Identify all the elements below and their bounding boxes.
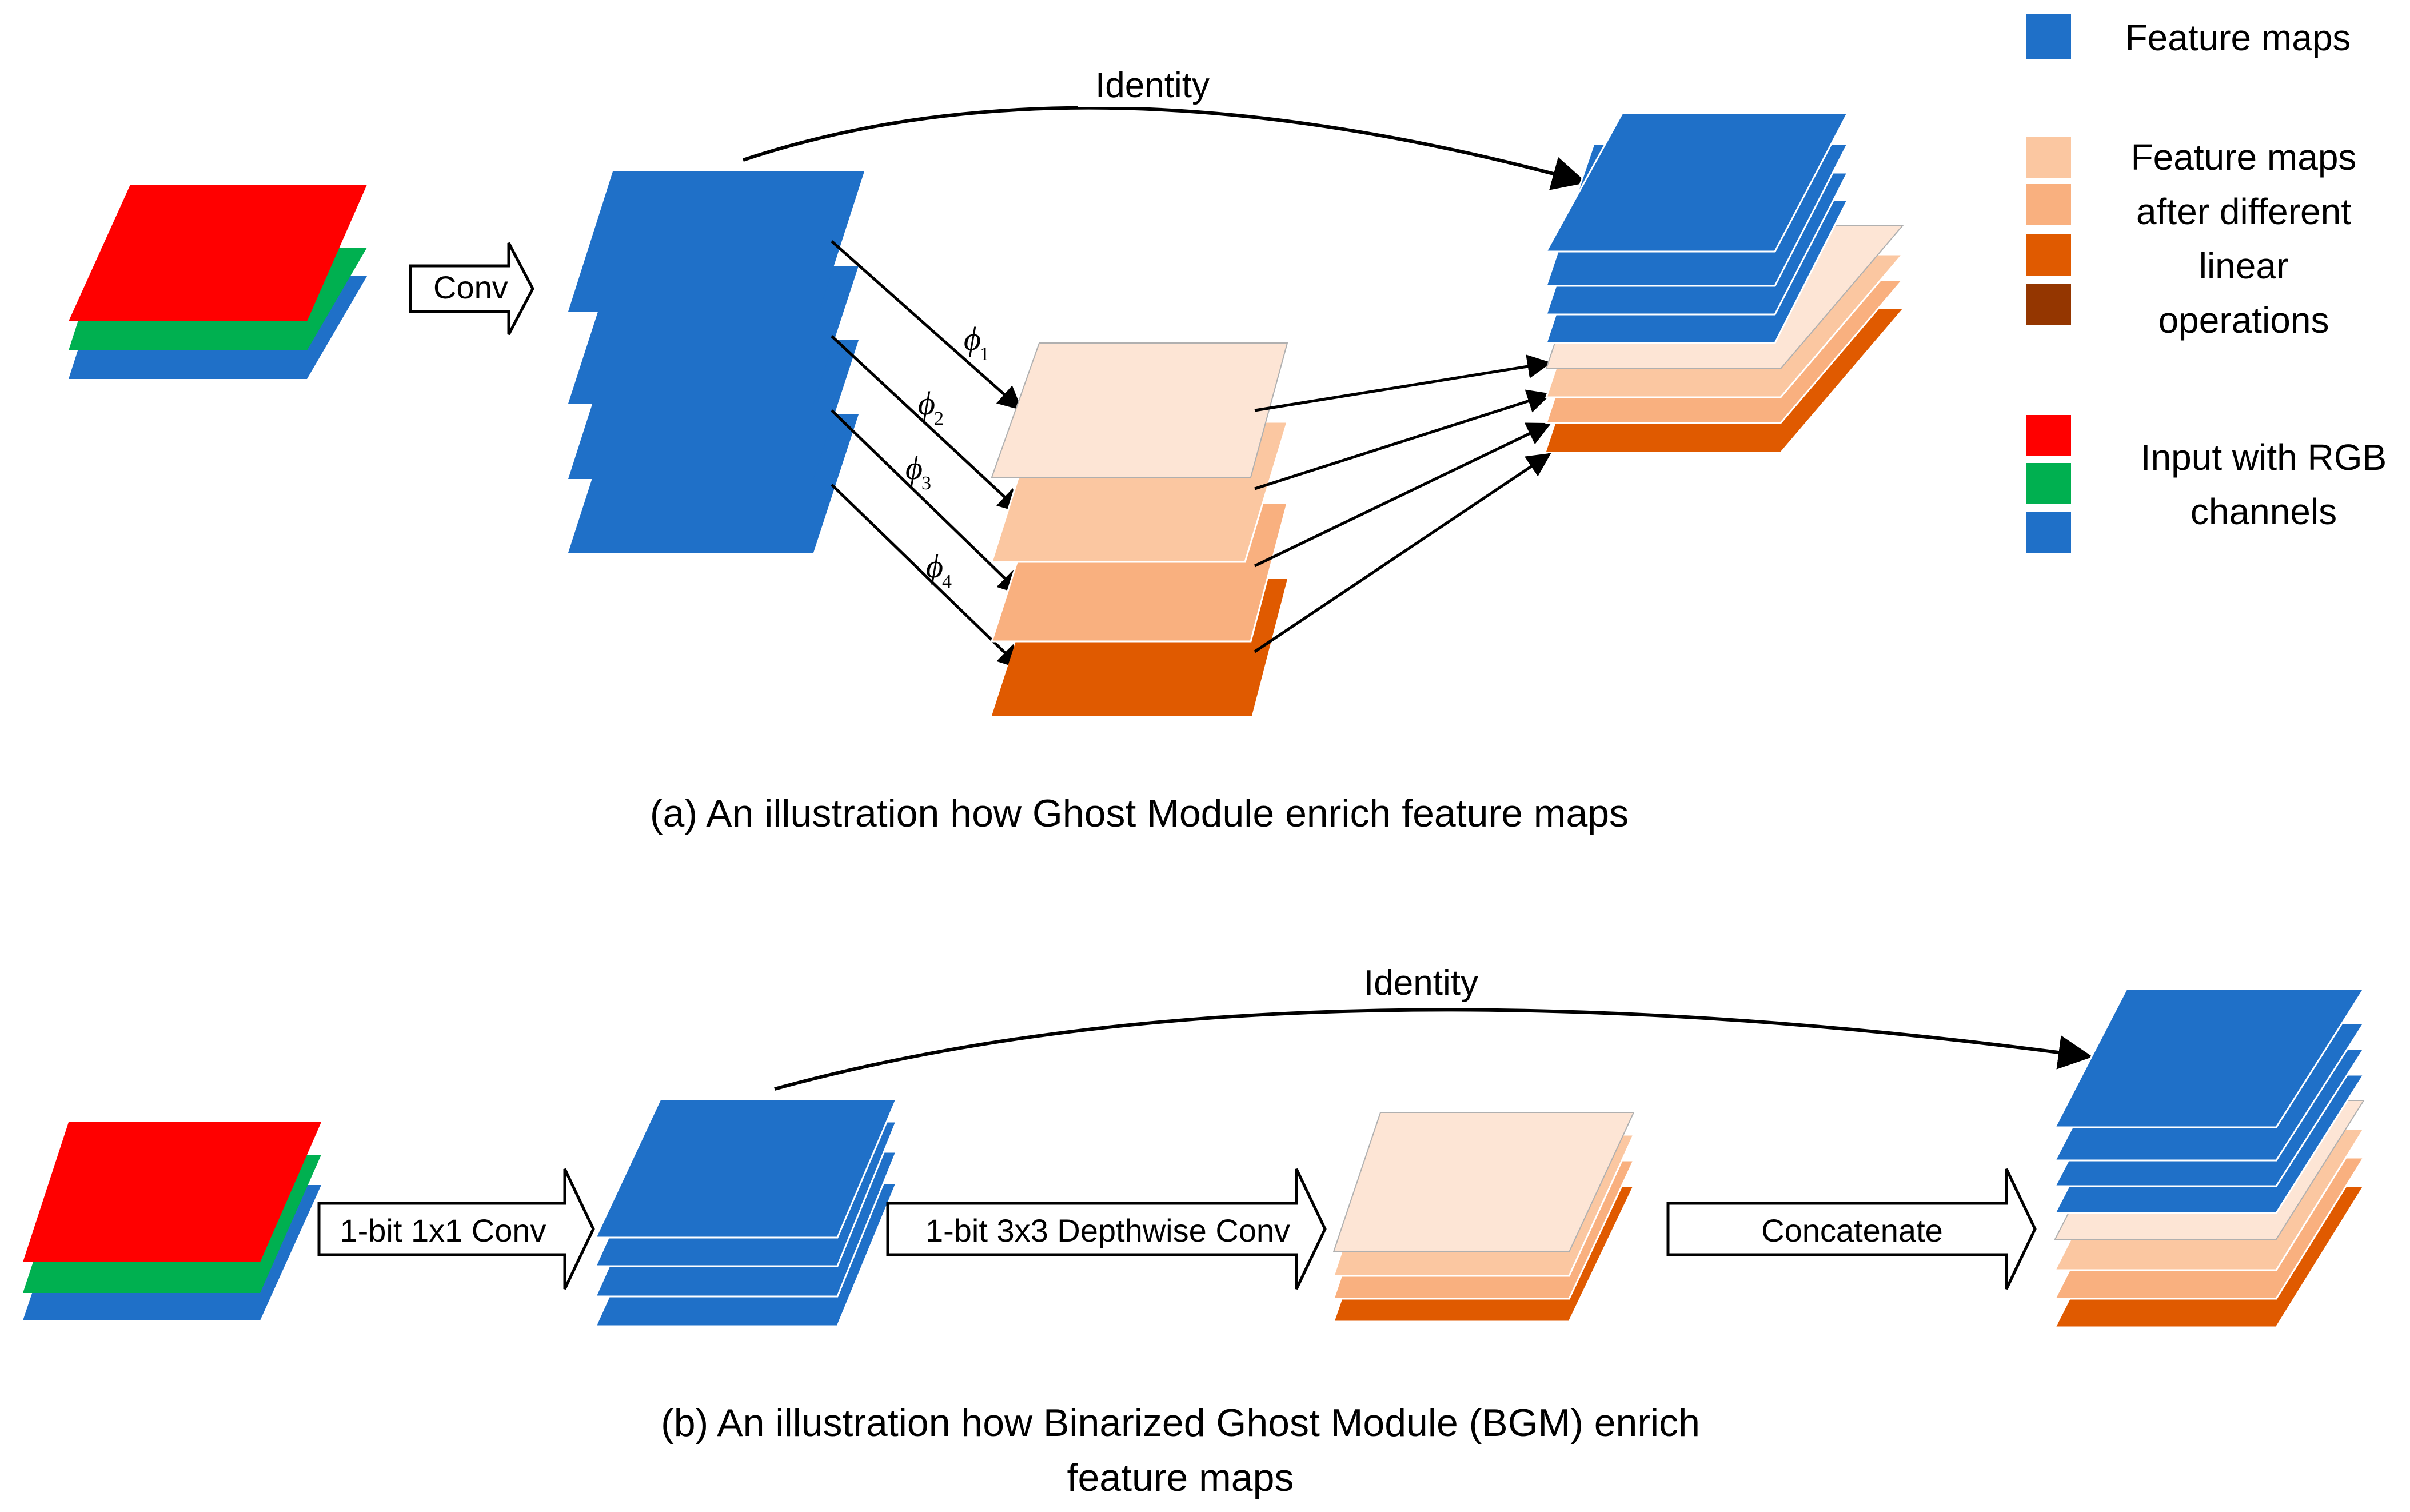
svg-text:ϕ: ϕ [918,385,935,422]
svg-text:ϕ: ϕ [926,548,943,585]
linear-op-arrows [831,240,1023,669]
legend-swatch-feature-maps [2026,14,2071,59]
merge-arrows [1254,354,1552,653]
legend-swatch-peach [2026,137,2071,178]
caption-a: (a) An illustration how Ghost Module enr… [650,792,1629,835]
svg-text:4: 4 [942,571,952,592]
phi-4-label: ϕ 4 [926,548,952,592]
legend-linear-line2: after different [2136,191,2351,232]
binary-ghost-maps [1332,1112,1635,1323]
svg-text:3: 3 [921,473,931,494]
concatenate-label: Concatenate [1761,1212,1943,1248]
phi-2-label: ϕ 2 [918,385,944,429]
panel-a: Conv Identity ϕ 1 ϕ 2 ϕ [69,63,1905,835]
svg-text:1: 1 [980,344,989,365]
legend-swatch-light-orange [2026,184,2071,225]
binary-1x1-conv-arrow: 1-bit 1x1 Conv [317,1168,595,1290]
legend-swatch-red [2026,415,2071,456]
conv-label: Conv [433,269,508,305]
legend-linear-line4: operations [2158,300,2329,341]
legend-feature-maps-label: Feature maps [2125,17,2351,58]
binary-depthwise-conv-arrow: 1-bit 3x3 Depthwise Conv [886,1168,1327,1290]
rgb-input-stack [69,185,367,379]
rgb-input-stack-b [23,1122,321,1320]
binary-depthwise-conv-label: 1-bit 3x3 Depthwise Conv [925,1212,1290,1248]
svg-text:ϕ: ϕ [964,320,981,357]
legend-swatch-brown [2026,284,2071,325]
legend-swatch-green [2026,463,2071,504]
binary-1x1-conv-label: 1-bit 1x1 Conv [340,1212,546,1248]
legend-linear-line3: linear [2199,245,2289,286]
legend-swatch-orange [2026,234,2071,276]
panel-b: 1-bit 1x1 Conv Identity 1-bit 3x3 Depthw… [23,960,2365,1499]
input-red-channel [23,1122,321,1262]
svg-text:ϕ: ϕ [905,449,923,486]
caption-b-line1: (b) An illustration how Binarized Ghost … [661,1401,1700,1445]
output-feature-maps [1545,112,1905,452]
phi-1-label: ϕ 1 [964,320,989,365]
binary-feature-maps [594,1098,898,1327]
ghost-feature-maps [990,342,1289,716]
identity-label: Identity [1095,66,1210,105]
phi-3-label: ϕ 3 [905,449,931,494]
ghost-map-layer-1 [991,342,1288,478]
legend: Feature maps Feature maps after differen… [2026,14,2387,553]
conv-arrow: Conv [409,242,534,336]
concatenate-arrow: Concatenate [1666,1168,2037,1290]
legend-linear-line1: Feature maps [2131,137,2357,178]
identity-label-b: Identity [1364,963,1478,1003]
identity-arrow [743,106,1587,190]
legend-rgb-line2: channels [2190,491,2337,532]
feature-map-layer [568,171,864,312]
identity-arrow-b [774,1008,2093,1091]
intrinsic-feature-maps [568,171,864,553]
identity-label-bg [1078,63,1227,107]
legend-swatch-blue [2026,512,2071,553]
svg-text:2: 2 [934,408,944,429]
caption-b-line2: feature maps [1067,1456,1294,1499]
bgm-output-feature-maps [2053,988,2365,1329]
legend-rgb-line1: Input with RGB [2141,437,2387,478]
identity-label-bg-b [1346,960,1496,1005]
input-red-channel [69,185,367,321]
